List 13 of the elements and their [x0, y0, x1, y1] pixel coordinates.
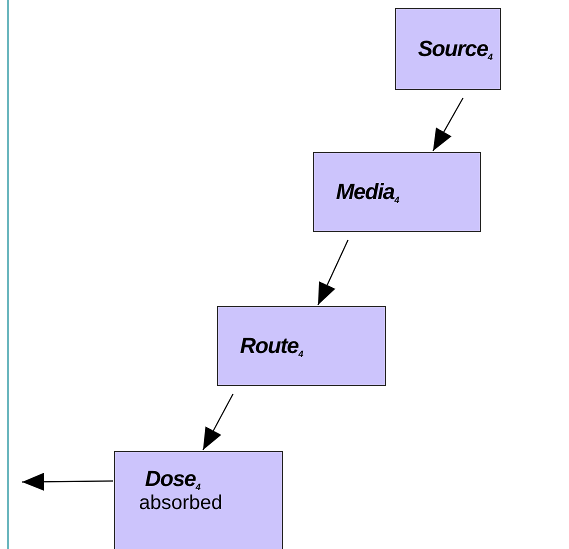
process-box: [114, 451, 283, 549]
arrow: [22, 472, 113, 491]
arrow: [432, 98, 464, 152]
arrow: [202, 394, 234, 450]
box-title: Source$_{4}$: [418, 36, 492, 62]
box-title: Dose$_{4}$: [145, 466, 200, 492]
box-title: Route$_{4}$: [240, 333, 303, 359]
box-title: Media$_{4}$: [336, 179, 399, 205]
box-text: absorbed: [139, 492, 222, 515]
process-box: [395, 8, 501, 90]
process-box: [217, 306, 386, 386]
process-box: [313, 152, 481, 232]
arrow: [317, 240, 349, 306]
